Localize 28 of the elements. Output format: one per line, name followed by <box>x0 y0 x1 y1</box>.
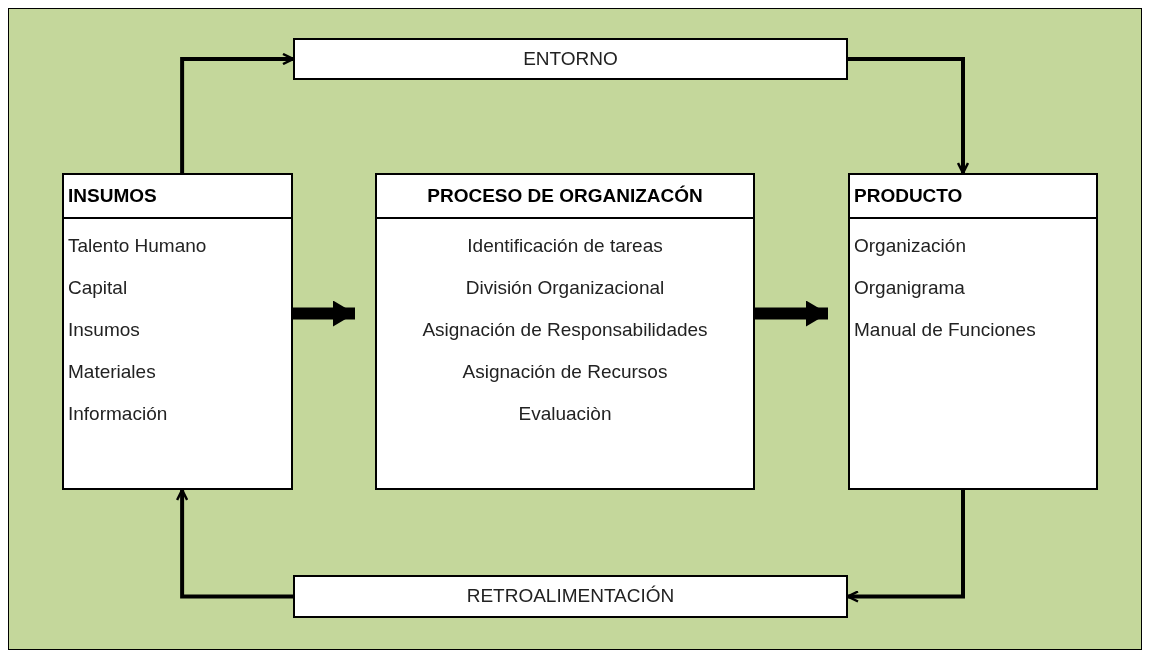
list-item: Evaluaciòn <box>518 402 612 426</box>
list-box <box>62 173 293 490</box>
box-heading: INSUMOS <box>68 183 157 208</box>
list-item: Capital <box>68 276 128 300</box>
list-box <box>848 173 1098 490</box>
list-item: Manual de Funciones <box>854 318 1036 342</box>
list-item: Insumos <box>68 318 140 342</box>
arrow <box>175 488 293 599</box>
list-item: Organización <box>854 234 966 258</box>
box-heading: PRODUCTO <box>854 183 963 208</box>
thick-arrow <box>293 302 355 325</box>
box-title: ENTORNO <box>523 46 618 71</box>
list-item: Identificación de tareas <box>467 234 663 258</box>
box-heading: PROCESO DE ORGANIZACÓN <box>427 183 703 208</box>
arrow <box>180 52 295 173</box>
list-item: Asignación de Recursos <box>462 360 668 384</box>
thick-arrow <box>755 302 828 325</box>
list-item: División Organizacional <box>465 276 665 300</box>
list-item: Talento Humano <box>68 234 207 258</box>
arrow <box>848 57 970 175</box>
label-box <box>293 38 848 80</box>
list-item: Materiales <box>68 360 156 384</box>
list-box <box>375 173 755 490</box>
list-item: Organigrama <box>854 276 965 300</box>
list-item: Asignación de Responsabilidades <box>422 318 708 342</box>
label-box <box>293 575 848 618</box>
box-title: RETROALIMENTACIÓN <box>466 584 675 609</box>
list-item: Información <box>68 402 168 426</box>
